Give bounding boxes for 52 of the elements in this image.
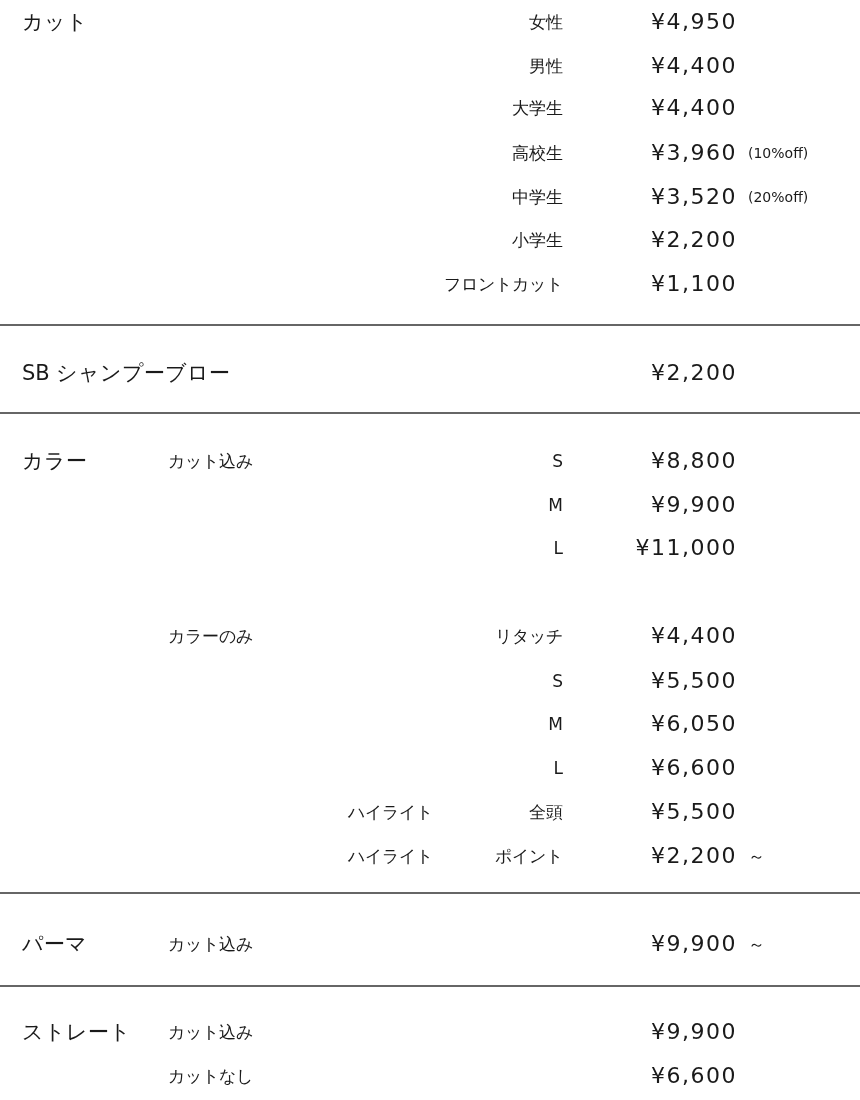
price-label: ¥2,200: [651, 842, 737, 870]
item-label: フロントカット: [444, 273, 563, 296]
item-label: カット込み: [168, 933, 253, 956]
price-label: ¥2,200: [651, 359, 737, 387]
item-label: カット込み: [168, 450, 253, 473]
item-label: M: [548, 494, 563, 517]
item-label: 女性: [529, 11, 563, 34]
price-label: ¥6,050: [651, 710, 737, 738]
discount-note: (20%off): [748, 188, 809, 207]
item-label: 中学生: [512, 186, 563, 209]
category-label: カラー: [22, 448, 87, 475]
item-label: M: [548, 713, 563, 736]
item-label: 大学生: [512, 97, 563, 120]
price-label: ¥6,600: [651, 1062, 737, 1090]
item-label: カットなし: [168, 1065, 253, 1088]
price-label: ¥4,400: [651, 94, 737, 122]
price-label: ¥9,900: [651, 930, 737, 958]
price-label: ¥5,500: [651, 798, 737, 826]
discount-note: (10%off): [748, 144, 809, 163]
item-label: 高校生: [512, 142, 563, 165]
price-label: ¥3,520: [651, 183, 737, 211]
price-label: ¥9,900: [651, 1018, 737, 1046]
item-label: S: [552, 450, 563, 473]
price-label: ¥4,400: [651, 622, 737, 650]
price-label: ¥1,100: [651, 270, 737, 298]
item-label: 小学生: [512, 229, 563, 252]
price-label: ¥2,200: [651, 226, 737, 254]
category-label: カット: [22, 9, 88, 36]
item-label: 全頭: [529, 801, 563, 824]
price-label: ¥3,960: [651, 139, 737, 167]
item-label: ～: [748, 845, 765, 868]
item-label: リタッチ: [495, 625, 563, 648]
category-label: SB シャンプーブロー: [22, 360, 231, 387]
price-label: ¥4,950: [651, 8, 737, 36]
category-label: ストレート: [22, 1019, 131, 1046]
item-label: ポイント: [495, 845, 563, 868]
item-label: L: [553, 757, 563, 780]
price-label: ¥9,900: [651, 491, 737, 519]
item-label: S: [552, 670, 563, 693]
category-label: パーマ: [22, 931, 87, 958]
price-label: ¥6,600: [651, 754, 737, 782]
item-label: カット込み: [168, 1021, 253, 1044]
item-label: ～: [748, 933, 765, 956]
item-label: ハイライト: [348, 845, 433, 868]
item-label: L: [553, 537, 563, 560]
item-label: 男性: [529, 55, 563, 78]
item-label: ハイライト: [348, 801, 433, 824]
price-label: ¥11,000: [635, 534, 737, 562]
price-label: ¥8,800: [651, 447, 737, 475]
price-label: ¥4,400: [651, 52, 737, 80]
price-label: ¥5,500: [651, 667, 737, 695]
item-label: カラーのみ: [168, 625, 253, 648]
